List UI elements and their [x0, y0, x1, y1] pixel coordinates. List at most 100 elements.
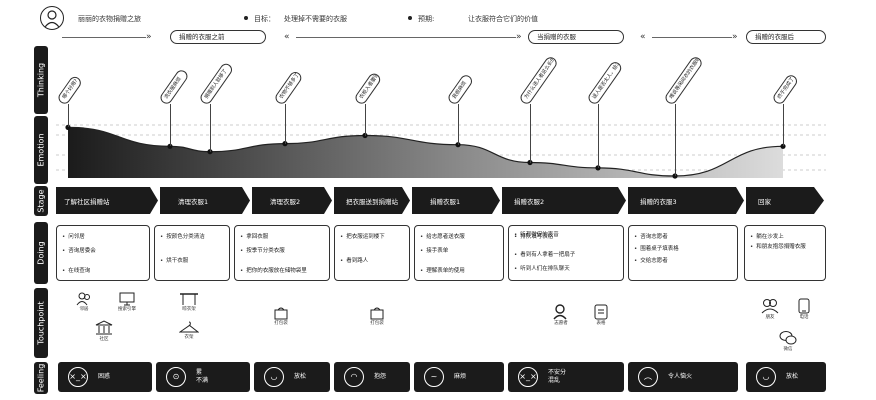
form-icon: [594, 304, 608, 320]
bag-icon: [370, 307, 384, 320]
goal-label: 目标：: [254, 15, 275, 23]
touchpoint-community: 社区: [92, 320, 116, 342]
doing-item: 咨询志愿者: [634, 232, 668, 240]
touchpoint-drying-rack: 晾衣架: [176, 292, 202, 312]
side-label-emotion: Emotion: [34, 116, 48, 184]
feeling-label-line: 混乱: [548, 377, 561, 384]
phase-arrow-icon: »: [732, 32, 738, 42]
feeling-5: ~麻烦: [414, 362, 504, 392]
doing-box-5: 给志愿者送衣服接手表单理解表单的使用: [414, 225, 504, 281]
doing-item: 接手表单: [420, 246, 448, 254]
phase-before: 捐赠的衣服之前: [170, 30, 266, 44]
doing-item: 拿回衣服: [240, 232, 268, 240]
rack-icon: [180, 293, 198, 305]
doing-item: 交给志愿者: [634, 256, 668, 264]
touchpoint-form: 表格: [588, 304, 614, 326]
side-label-stage: Stage: [34, 186, 48, 216]
expect-bullet: [408, 16, 412, 20]
user-avatar: [40, 6, 64, 30]
touchpoint-search-engine: 搜索引擎: [112, 292, 142, 312]
touchpoint-wechat: 微信: [776, 330, 800, 352]
feeling-3: ◡放松: [254, 362, 330, 392]
emotion-face-icon: ~: [424, 367, 444, 387]
thinking-connector: [598, 104, 599, 168]
thinking-connector: [783, 104, 784, 147]
emotion-point: [65, 124, 71, 130]
thinking-connector: [458, 104, 459, 145]
stage-8: 回家: [746, 187, 824, 214]
thinking-connector: [675, 104, 676, 176]
feeling-8: ◡ 放松: [746, 362, 826, 392]
thinking-connector: [530, 104, 531, 163]
touchpoint-hanger: 衣架: [176, 320, 202, 340]
doing-item: 把你的衣服放在储物袋里: [240, 266, 307, 274]
doing-item: 咨询居委会: [62, 246, 96, 254]
doing-item: 问邻居: [62, 232, 85, 240]
doing-box-6: 排队填写表格看到有人拿着一把扇子听到人们在排队聊天听都微促的声音: [508, 225, 624, 281]
touchpoint-packing-bag-1: 打包袋: [268, 306, 294, 326]
phase-during: 当捐赠的衣服: [528, 30, 624, 44]
emotion-face-icon: ◠: [344, 367, 364, 387]
friends-icon: [761, 299, 779, 314]
side-label-doing: Doing: [34, 222, 48, 284]
emotion-area: [68, 127, 783, 178]
doing-item: 烘干衣服: [160, 256, 188, 264]
stage-5: 捐赠衣服1: [412, 187, 500, 214]
doing-item: 按季节分类衣服: [240, 246, 285, 254]
stage-6: 捐赠衣服2: [502, 187, 626, 214]
stage-2: 清理衣服1: [160, 187, 250, 214]
thinking-connector: [365, 104, 366, 136]
feeling-label-line: 累: [196, 369, 203, 376]
feeling-label: 令人恼火: [668, 373, 692, 381]
hanger-icon: [179, 321, 199, 333]
feeling-2: ⊙ 累不满: [156, 362, 250, 392]
thinking-connector: [210, 104, 211, 152]
phase-arrow-icon: «: [640, 32, 646, 42]
thinking-connector: [68, 104, 69, 128]
feeling-label: 累不满: [196, 369, 208, 385]
phone-icon: [798, 298, 810, 314]
feeling-label: 不安分混乱: [548, 369, 566, 385]
touchpoint-phone: 电话: [792, 298, 816, 320]
doing-item: 看到路人: [340, 256, 368, 264]
emotion-point: [362, 132, 368, 139]
volunteer-icon: [553, 304, 567, 320]
touchpoint-volunteer: 志愿者: [548, 304, 574, 326]
feeling-label: 放松: [786, 373, 798, 381]
phase-after: 捐赠的衣服后: [746, 30, 826, 44]
journey-title: 丽丽的衣物捐赠之旅: [78, 15, 141, 23]
doing-item: 看到有人拿着一把扇子: [514, 250, 575, 258]
side-label-touchpoint: Touchpoint: [34, 288, 48, 358]
emotion-point: [527, 159, 533, 166]
emotion-face-icon: ×_×: [518, 367, 538, 387]
building-icon: [95, 320, 113, 335]
emotion-face-icon: ×_×: [68, 367, 88, 387]
emotion-point: [780, 143, 786, 149]
touchpoint-friends: 朋友: [758, 298, 782, 320]
doing-item: 和朋友抱怨捐赠衣服: [750, 242, 806, 250]
goal-bullet: [244, 16, 248, 20]
feeling-label: 抱怨: [374, 373, 386, 381]
person-icon: [44, 10, 60, 28]
chat-icon: [779, 331, 797, 345]
computer-icon: [119, 292, 135, 306]
emotion-point: [672, 173, 678, 179]
doing-item: 围着桌子填表格: [634, 244, 679, 252]
stage-3: 清理衣服2: [252, 187, 332, 214]
doing-box-4: 把衣服运到楼下看到路人: [334, 225, 410, 281]
people-icon: [76, 292, 90, 306]
expect-label: 预期:: [418, 15, 435, 23]
doing-item: 理解表单的使用: [420, 266, 465, 274]
emotion-face-icon: ◡: [756, 367, 776, 387]
emotion-point: [207, 149, 213, 155]
emotion-face-icon: ⊙: [166, 367, 186, 387]
doing-box-2: 按颜色分类清洁烘干衣服: [154, 225, 230, 281]
touchpoint-neighbors: 邻居: [72, 292, 96, 312]
doing-box-3: 拿回衣服按季节分类衣服把你的衣服放在储物袋里: [234, 225, 330, 281]
emotion-face-icon: ◡: [264, 367, 284, 387]
feeling-4: ◠ 抱怨: [334, 362, 410, 392]
phase-arrow-icon: »: [146, 32, 152, 42]
side-label-thinking: Thinking: [34, 46, 48, 114]
doing-item: 躺在沙发上: [750, 232, 784, 240]
